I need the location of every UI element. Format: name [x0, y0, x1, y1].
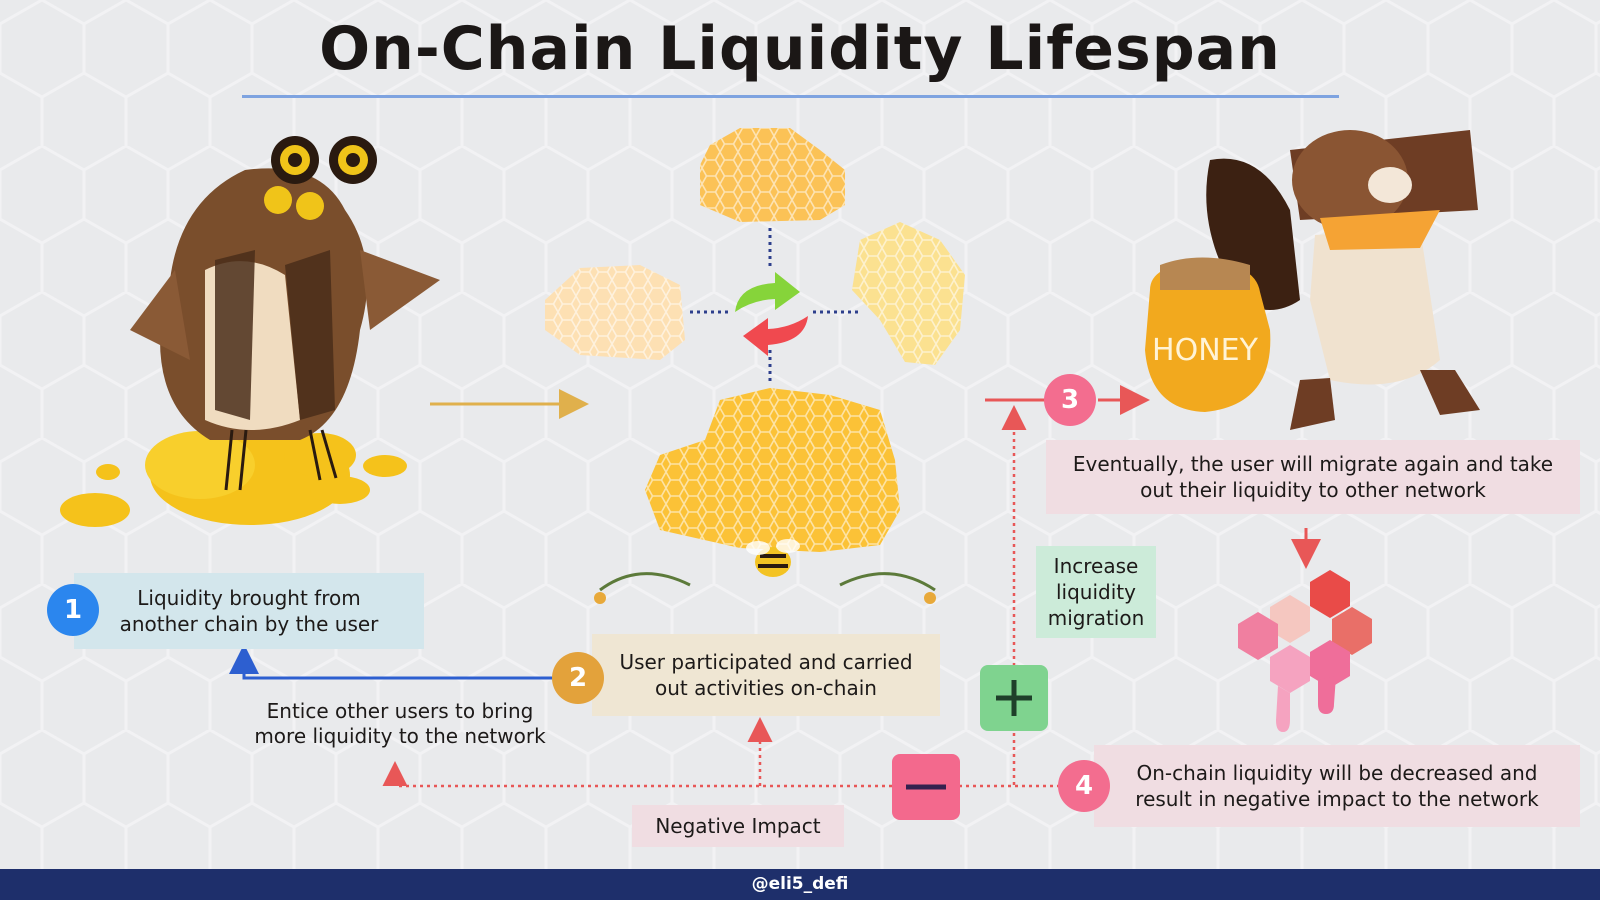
- plus-icon: [996, 680, 1032, 716]
- step-2-badge: 2: [552, 652, 604, 704]
- refresh-cycle-icon: [735, 272, 808, 356]
- increase-line-3: migration: [1047, 606, 1145, 630]
- step-2-box: User participated and carried out activi…: [592, 634, 940, 716]
- entice-text: Entice other users to bring more liquidi…: [245, 699, 555, 749]
- beaver-illustration: HONEY: [1145, 130, 1480, 430]
- title-divider: [242, 95, 1339, 98]
- step-4-line-1: On-chain liquidity will be decreased and: [1136, 761, 1538, 785]
- minus-icon: [906, 784, 946, 790]
- bee-illustration: [746, 539, 800, 577]
- step-2-line-2: out activities on-chain: [655, 676, 877, 700]
- step-4-badge: 4: [1058, 760, 1110, 812]
- step-4-line-2: result in negative impact to the network: [1135, 787, 1539, 811]
- step-3-badge: 3: [1044, 374, 1096, 426]
- increase-line-1: Increase: [1053, 554, 1139, 578]
- step-3-line-1: Eventually, the user will migrate again …: [1072, 452, 1554, 476]
- minus-button: [892, 754, 960, 820]
- step-1-badge: 1: [47, 584, 99, 636]
- honey-jar-label: HONEY: [1152, 333, 1259, 368]
- owl-illustration: [60, 136, 440, 527]
- step-3-line-2: out their liquidity to other network: [1140, 478, 1486, 502]
- increase-migration-box: Increase liquidity migration: [1036, 546, 1156, 638]
- negative-impact-label: Negative Impact: [632, 805, 844, 847]
- step-4-box: On-chain liquidity will be decreased and…: [1094, 745, 1580, 827]
- step-1-line-2: another chain by the user: [119, 612, 379, 636]
- footer-handle: @eli5_defi: [0, 869, 1600, 900]
- step-3-box: Eventually, the user will migrate again …: [1046, 440, 1580, 514]
- increase-line-2: liquidity: [1056, 580, 1136, 604]
- page-title: On-Chain Liquidity Lifespan: [319, 14, 1281, 84]
- step-1-line-1: Liquidity brought from: [137, 586, 361, 610]
- melting-hex-illustration: [1238, 570, 1372, 732]
- step-1-box: Liquidity brought from another chain by …: [74, 573, 424, 649]
- step-2-line-1: User participated and carried: [619, 650, 913, 674]
- honeycomb-cluster: [545, 128, 965, 604]
- entice-line-2: more liquidity to the network: [254, 724, 546, 748]
- entice-line-1: Entice other users to bring: [266, 699, 534, 723]
- plus-button: [980, 665, 1048, 731]
